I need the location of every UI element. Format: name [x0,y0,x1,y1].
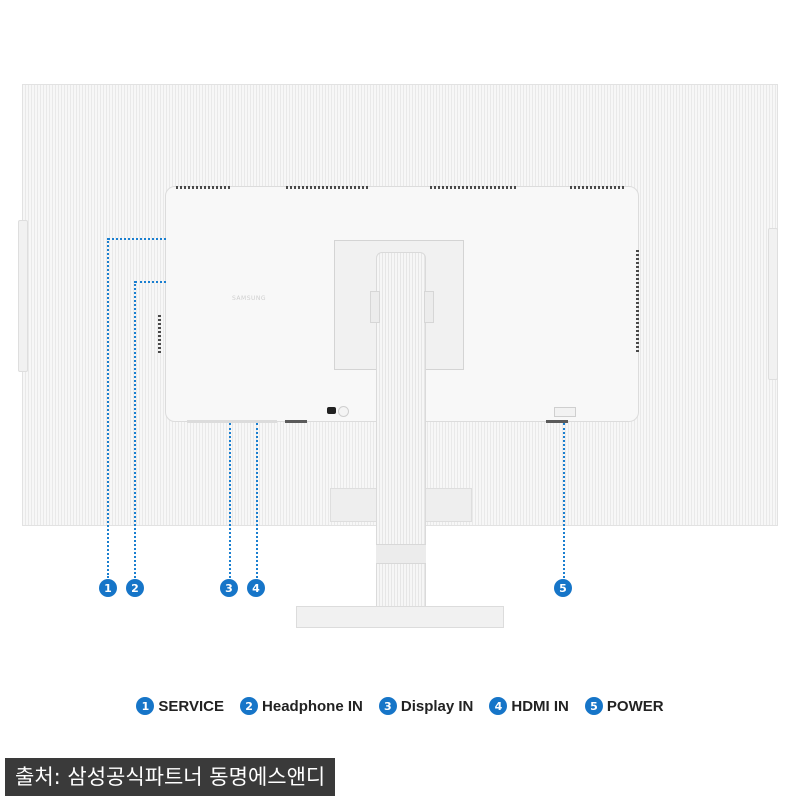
legend-num-3: 3 [378,697,397,715]
vent-top-1 [176,186,230,189]
legend-num-2: 2 [240,697,259,715]
leader-2-v [134,281,136,578]
callout-3: 3 [220,579,238,597]
vent-top-3 [430,186,516,189]
port-strip-power [546,420,568,423]
leader-1-h [108,238,166,240]
source-caption: 출처: 삼성공식파트너 동명에스앤디 [5,758,336,796]
callout-4: 4 [247,579,265,597]
vent-left [158,315,161,353]
callout-1: 1 [99,579,117,597]
port-strip-left [187,420,277,423]
monitor-side-left [18,220,28,372]
legend-item-display: 3 Display IN [378,697,474,715]
leader-1-v [107,238,109,578]
callout-5: 5 [554,579,572,597]
stand-clip-left [370,291,380,323]
legend-label-service: SERVICE [158,697,225,715]
callout-2: 2 [126,579,144,597]
vent-top-4 [570,186,626,189]
stand-column [376,252,426,624]
brand-logo: SAMSUNG [232,295,267,302]
legend-num-1: 1 [136,697,155,715]
leader-3-v [229,423,231,578]
legend-item-headphone: 2 Headphone IN [240,697,363,715]
legend-num-4: 4 [489,697,508,715]
port-legend: 1 SERVICE 2 Headphone IN 3 Display IN 4 … [0,697,800,715]
stand-clip-right [424,291,434,323]
stand-collar [376,544,426,564]
vent-top-2 [286,186,370,189]
vent-right [636,250,639,354]
kensington-lock-port [327,407,336,414]
leader-5-v [563,423,565,578]
legend-item-hdmi: 4 HDMI IN [489,697,569,715]
legend-item-service: 1 SERVICE [136,697,224,715]
legend-label-headphone: Headphone IN [262,697,363,715]
stand-base [296,606,504,628]
leader-4-v [256,423,258,578]
legend-label-display: Display IN [400,697,474,715]
leader-2-h [135,281,166,283]
legend-label-hdmi: HDMI IN [511,697,569,715]
legend-label-power: POWER [606,697,664,715]
power-port [554,407,576,417]
monitor-side-right [768,228,778,380]
legend-item-power: 5 POWER [584,697,664,715]
port-strip-display [285,420,307,423]
legend-num-5: 5 [584,697,603,715]
kensington-lock-knob [338,406,349,417]
